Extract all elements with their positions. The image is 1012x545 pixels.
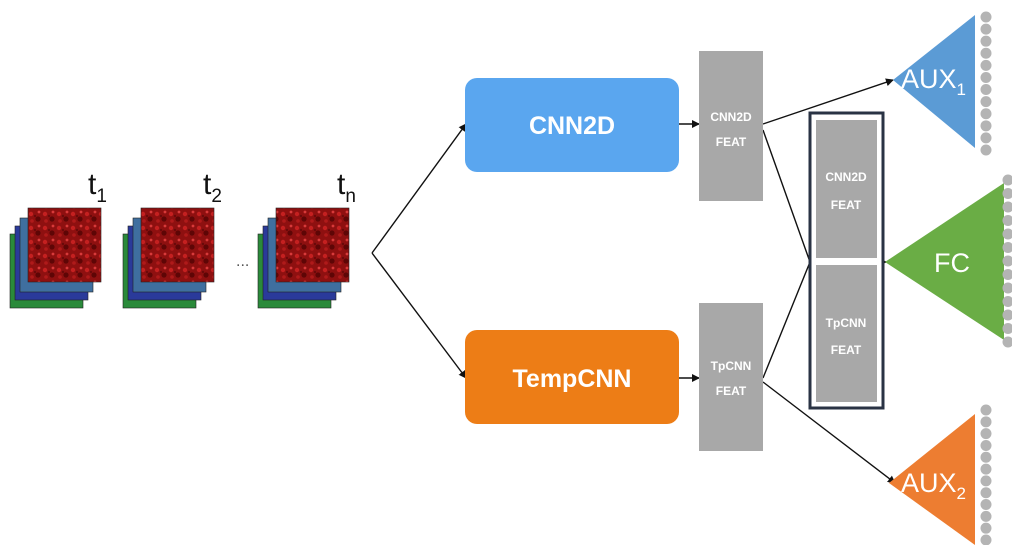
aux1-output-node: [980, 108, 992, 120]
image-stack-t1: [9, 207, 102, 309]
image-stack-t2: [122, 207, 215, 309]
fc-head: FC: [885, 183, 1004, 340]
cnn2d-feat-line2: FEAT: [716, 135, 747, 149]
time-label-t2: t2: [203, 168, 222, 207]
fc-output-node: [1002, 336, 1012, 348]
concat-bottom-rect: [816, 265, 877, 402]
aux2-output-node: [980, 510, 992, 522]
image-stack-tn-layer-4: [275, 207, 350, 283]
fc-output-node: [1002, 188, 1012, 199]
aux2-output-node: [980, 428, 992, 440]
aux1-output-node: [980, 11, 992, 23]
aux2-triangle: [889, 414, 975, 545]
tpcnn-feat-line1: TpCNN: [711, 359, 752, 373]
aux1-output-node: [980, 120, 992, 132]
ellipsis: ...: [236, 253, 249, 270]
cnn2d-feat-column: CNN2D FEAT: [699, 51, 763, 201]
aux1-output-node: [980, 47, 992, 59]
fc-output-node: [1002, 242, 1012, 253]
tempcnn-block: TempCNN: [465, 330, 679, 424]
aux1-output-node: [980, 59, 992, 71]
concat-top-line2: FEAT: [831, 198, 862, 212]
concat-feature-block: CNN2D FEAT TpCNN FEAT: [808, 111, 885, 410]
aux2-output-node: [980, 416, 992, 428]
concat-bottom-line2: FEAT: [831, 343, 862, 357]
aux1-head: AUX1: [893, 15, 975, 148]
aux2-output-node: [980, 534, 992, 545]
fc-output-node: [1002, 282, 1012, 294]
arrow-tpcnn-feat-to-aux2: [762, 381, 896, 484]
arrow-input-to-tempcnn: [371, 252, 467, 379]
arrow-input-to-cnn2d: [371, 123, 467, 254]
aux1-output-node: [980, 23, 992, 35]
aux1-output-node: [980, 71, 992, 83]
fc-label: FC: [934, 248, 970, 278]
fc-output-node: [1002, 201, 1012, 213]
concat-top-line1: CNN2D: [825, 170, 867, 184]
line-cnn2d-feat-to-concat: [762, 129, 811, 263]
aux2-output-node: [980, 487, 992, 499]
fc-output-node: [1002, 215, 1012, 226]
aux1-triangle: [893, 15, 975, 148]
fc-output-node: [1002, 323, 1012, 334]
tempcnn-block-rect: [465, 330, 679, 424]
aux2-output-node: [980, 475, 992, 487]
aux1-output-node: [980, 84, 992, 96]
fc-output-node: [1002, 174, 1012, 186]
aux2-output-node: [980, 463, 992, 475]
aux2-output-node: [980, 522, 992, 534]
fc-output-node: [1002, 228, 1012, 240]
cnn2d-block-rect: [465, 78, 679, 172]
fc-output-node: [1002, 255, 1012, 267]
input-image-stacks: [9, 207, 350, 309]
aux2-output-node: [980, 451, 992, 463]
arrow-cnn2d-feat-to-aux1: [762, 78, 894, 125]
aux2-output-node: [980, 404, 992, 416]
aux1-output-node: [980, 35, 992, 47]
fc-output-node: [1002, 296, 1012, 307]
image-stack-tn: [257, 207, 350, 309]
line-tpcnn-feat-to-concat: [762, 261, 811, 379]
cnn2d-block: CNN2D: [465, 78, 679, 172]
tempcnn-block-label: TempCNN: [513, 365, 632, 393]
aux2-head: AUX2: [889, 414, 975, 545]
fc-output-node: [1002, 309, 1012, 321]
aux1-output-node: [980, 96, 992, 108]
tpcnn-feat-line2: FEAT: [716, 384, 747, 398]
cnn2d-feat-rect: [699, 51, 763, 201]
connection-arrows: [371, 78, 896, 484]
concat-top-rect: [816, 120, 877, 258]
output-nodes: [980, 11, 1012, 545]
cnn2d-block-label: CNN2D: [529, 112, 615, 140]
time-label-t1: t1: [88, 168, 107, 207]
aux2-output-node: [980, 499, 992, 511]
time-label-tn: tn: [337, 168, 356, 207]
image-stack-t1-layer-4: [27, 207, 102, 283]
aux2-label: AUX2: [901, 468, 966, 503]
concat-bottom-line1: TpCNN: [826, 316, 867, 330]
aux1-output-node: [980, 144, 992, 156]
aux1-label: AUX1: [901, 64, 966, 99]
aux2-output-node: [980, 439, 992, 451]
tpcnn-feat-rect: [699, 303, 763, 451]
image-stack-t2-layer-4: [140, 207, 215, 283]
fc-triangle: [885, 183, 1004, 340]
aux1-output-node: [980, 132, 992, 144]
tpcnn-feat-column: TpCNN FEAT: [699, 303, 763, 451]
fc-output-node: [1002, 269, 1012, 280]
cnn2d-feat-line1: CNN2D: [710, 110, 752, 124]
